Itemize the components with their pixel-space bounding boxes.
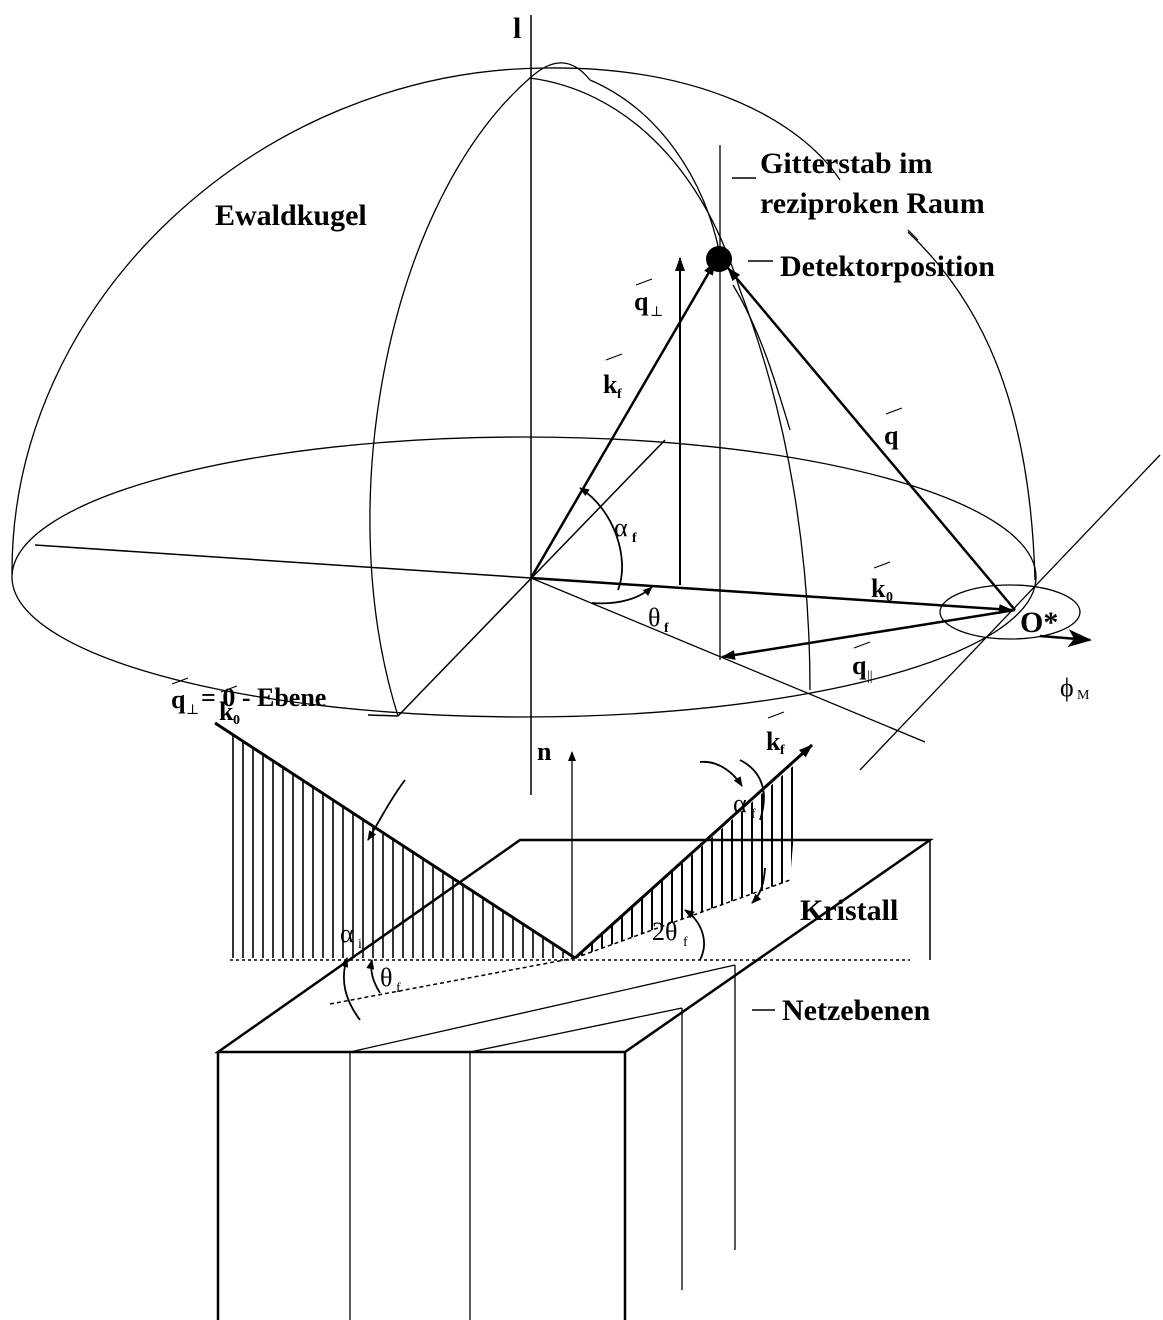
- ewald-sphere-label: Ewaldkugel: [215, 199, 367, 232]
- svg-text:θ: θ: [380, 963, 392, 992]
- meridian-arc-right2: [732, 284, 791, 431]
- svg-text:k: k: [871, 574, 886, 603]
- theta-f-arc-bottom: [366, 959, 381, 994]
- l-axis-label: l: [513, 12, 521, 45]
- svg-text:f: f: [664, 621, 669, 636]
- svg-text:α: α: [614, 513, 628, 542]
- rod-label-line2: reziproken Raum: [760, 187, 985, 220]
- svg-text:k: k: [603, 370, 618, 399]
- svg-text:q: q: [634, 287, 649, 316]
- normal-label: n: [537, 737, 552, 766]
- radial-line: [530, 577, 926, 743]
- k0-label-bottom: k 0: [219, 685, 240, 728]
- meridian-arc-left: [369, 62, 591, 717]
- rod-label-line1: Gitterstab im: [760, 147, 932, 180]
- phi-rotation-arrow: [1039, 629, 1092, 648]
- svg-text:2θ: 2θ: [652, 917, 677, 946]
- q-symbol: q: [884, 407, 903, 450]
- svg-text:f: f: [632, 531, 637, 546]
- kf-symbol: k f: [603, 353, 623, 402]
- two-theta-f-label: 2θ f: [652, 917, 688, 950]
- svg-text:α: α: [340, 919, 354, 948]
- k0-symbol: k 0: [871, 561, 893, 605]
- q-par-vector: [721, 608, 1016, 660]
- ewald-sphere-outline: [11, 67, 841, 576]
- phi-m-symbol: ϕ M: [1060, 673, 1090, 703]
- ewald-sphere-diagram: l Ewaldkugel Gitterstab im reziproken Ra…: [11, 12, 1161, 795]
- svg-text:f: f: [683, 935, 688, 950]
- svg-text:||: ||: [867, 669, 873, 684]
- svg-text:q: q: [852, 651, 867, 680]
- theta-f-label-bottom: θ f: [380, 963, 401, 996]
- k0-beam: [214, 721, 576, 960]
- svg-text:f: f: [396, 981, 401, 996]
- alpha-f-arc: [579, 487, 623, 591]
- meridian-arc-right: [589, 79, 721, 256]
- alpha-f-label-bottom: α f: [733, 789, 756, 822]
- ewald-sphere-outline-right: [907, 231, 1036, 581]
- svg-text:ϕ: ϕ: [1060, 673, 1074, 702]
- svg-text:⊥: ⊥: [650, 305, 663, 320]
- alpha-i-arc: [367, 779, 406, 841]
- svg-text:α: α: [733, 789, 747, 818]
- equator-diameter: [34, 544, 532, 579]
- svg-text:q: q: [884, 421, 899, 450]
- svg-text:0: 0: [886, 590, 893, 605]
- svg-text:i: i: [358, 937, 362, 952]
- svg-text:k: k: [766, 727, 781, 756]
- meridian-arc-middle: [529, 77, 811, 691]
- equatorial-plane-ellipse: [11, 436, 1037, 718]
- origin-label: O*: [1020, 606, 1058, 639]
- theta-f-symbol: θ f: [648, 603, 669, 636]
- svg-text:q: q: [171, 685, 186, 714]
- svg-text:f: f: [780, 743, 785, 758]
- svg-text:= 0 - Ebene: = 0 - Ebene: [201, 683, 326, 712]
- origin-rotation-ellipse: [939, 584, 1081, 640]
- alpha-f-arc-bottom: [739, 759, 765, 821]
- svg-text:θ: θ: [648, 603, 660, 632]
- crystal-label: Kristall: [800, 894, 898, 927]
- theta-f-arc: [591, 586, 653, 605]
- kf-beam: [573, 743, 814, 960]
- alpha-f-symbol: α f: [614, 513, 637, 546]
- alpha-i-base-arc: [340, 957, 361, 1021]
- svg-text:f: f: [617, 387, 622, 402]
- lattice-plane-2: [469, 1007, 683, 1053]
- crystal-diffraction-diagram: n k 0 k f α i θ f α f 2θ f Kristall Netz…: [214, 685, 934, 1320]
- svg-text:M: M: [1077, 688, 1090, 703]
- alpha-i-label: α i: [340, 919, 362, 952]
- tangent-line: [859, 454, 1161, 771]
- rod-label-leader2: [907, 229, 919, 241]
- q-par-symbol: q ||: [852, 641, 873, 684]
- svg-text:k: k: [219, 697, 234, 726]
- q-vector: [727, 267, 1016, 611]
- svg-text:0: 0: [233, 713, 240, 728]
- lattice-plane-1: [349, 964, 736, 1053]
- detector-position-dot: [706, 246, 732, 272]
- projection-dotted-line: [329, 957, 576, 1005]
- kf-vector: [529, 261, 717, 579]
- netzebenen-label: Netzebenen: [782, 994, 931, 1027]
- two-theta-arc: [684, 909, 705, 961]
- svg-text:⊥: ⊥: [186, 703, 199, 718]
- k0-vector: [530, 576, 1013, 615]
- detector-position-label: Detektorposition: [780, 250, 995, 283]
- alpha-f-lower-arc: [751, 867, 766, 904]
- kf-label-bottom: k f: [766, 711, 785, 758]
- svg-text:f: f: [751, 807, 756, 822]
- plane-label: q ⊥ = 0 - Ebene: [171, 677, 399, 718]
- q-perp-symbol: q ⊥: [634, 278, 663, 320]
- alpha-f-arc-top: [699, 761, 743, 787]
